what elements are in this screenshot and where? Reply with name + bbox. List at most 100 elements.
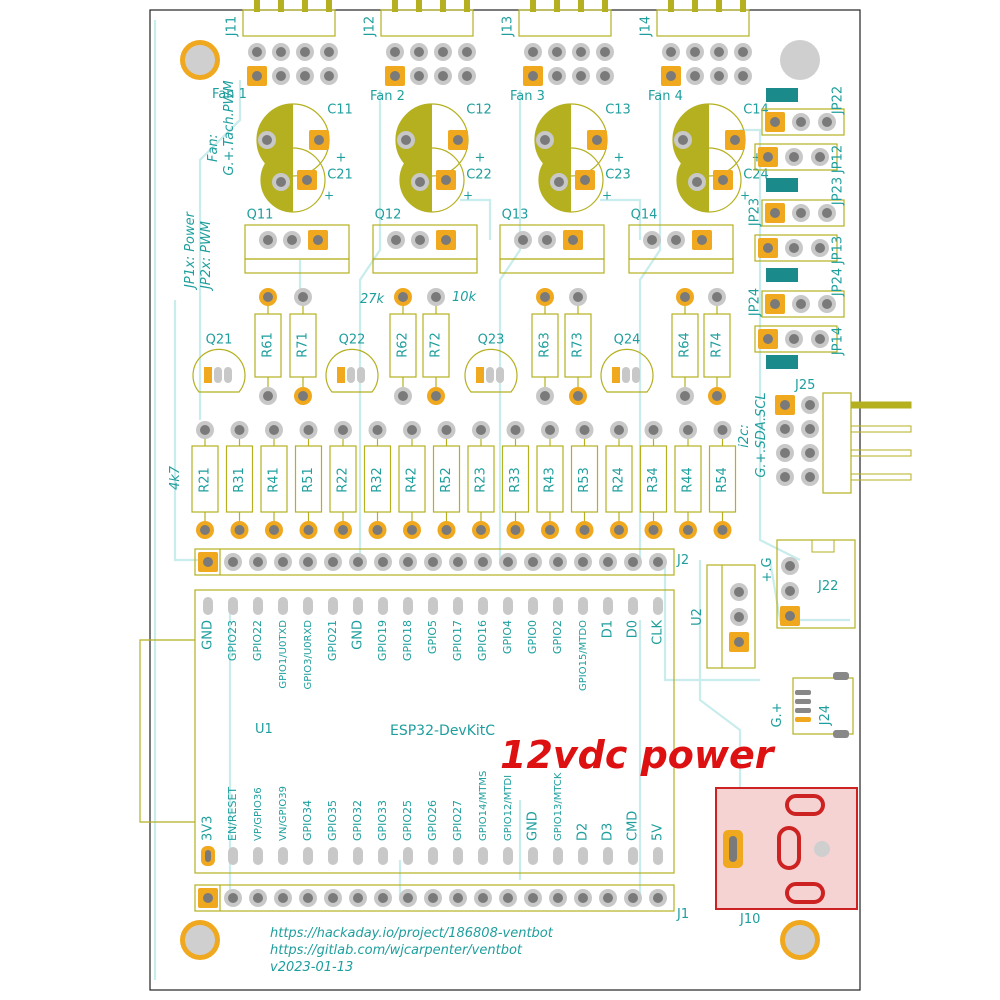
j2-pad-drill [503,557,513,567]
mosfet-tab [372,258,478,274]
jumper-body [754,143,838,171]
module-top-pin-label: D0 [626,620,641,638]
lower-res-pad-drill [614,525,624,535]
fan-header-pin-stub [278,0,284,12]
lower-res-pad-drill [717,525,728,535]
upper-res-ref: R72 [429,332,444,358]
upper-res-pad-drill [680,292,690,302]
fan-header-pin-stub [302,0,308,12]
lower-res-pad-drill [234,425,245,435]
j1-pad-drill [453,893,463,903]
cap-big-ref: C11 [327,103,353,118]
fan-header-pin-stub [326,0,332,12]
jumper-shorting-block [766,178,798,192]
module-top-pin-label: GPIO5 [426,620,439,654]
fan-header-pad-drill [276,71,286,81]
upper-res-pad-drill [712,292,722,302]
module-bottom-pin-label: 5V [651,824,666,841]
module-top-pin-label: GPIO16 [476,620,489,661]
mosfet-pad-drill [542,235,552,245]
mosfet-pad-drill [671,235,681,245]
j25-pad-drill [780,424,790,434]
j2-pad-1-drill [203,557,213,567]
module-top-pin-label: GND [201,620,216,650]
lower-res-ref: R32 [370,467,385,493]
jumper-ref-side: JP24 [748,288,763,317]
fan-header-pad-drill [690,47,700,57]
j25-pin [850,425,912,433]
fan-header-pin-stub [578,0,584,12]
fan-header-pad-drill [576,47,586,57]
module-bottom-pin-label: GPIO26 [426,800,439,841]
jumper-pad-drill [789,152,799,162]
module-name: ESP32-DevKitC [390,723,495,739]
module-top-pin-label: GPIO1/U0TXD [278,620,289,689]
mosfet-tab [499,258,605,274]
module-ref: U1 [255,722,273,737]
transistor-outline [600,348,654,393]
upper-res-pad-drill [680,391,690,401]
module-top-pin-label: GPIO4 [501,620,514,654]
fan-header-pad-drill [324,47,334,57]
j2-pad-drill [228,557,238,567]
lower-res-ref: R33 [508,467,523,493]
module-top-pin-label: D1 [601,620,616,638]
transistor-pad [224,367,232,383]
fan-header-pin-stub [254,0,260,12]
cap-small-pad-pos-drill [580,175,590,185]
upper-res-pad-drill [573,292,583,302]
u2-pad-1-drill [734,637,744,647]
upper-res-ref: R63 [538,332,553,358]
j24-label: J24 [818,705,833,726]
fan-note-line2: G.+.Tach.PWM [222,80,237,175]
fan-header-body [656,9,750,37]
gplus-note: G.+ [770,702,785,727]
j1-pad-drill [578,893,588,903]
module-bottom-pin-label: D3 [601,823,616,841]
jumper-ref: JP14 [831,327,846,356]
fan-2-label: Fan 2 [370,89,405,104]
j24-pad [795,690,811,695]
fan-header-pad-drill [666,47,676,57]
module-bottom-pad [403,847,413,865]
module-top-pin-label: GPIO22 [251,620,264,661]
jumper-ref: JP13 [831,236,846,265]
jumper-ref: JP24 [831,268,846,297]
mosfet-pad-drill [287,235,297,245]
cap-big-ref: C14 [743,103,769,118]
upper-res-ref: R61 [261,332,276,358]
j25-pad-drill [780,448,790,458]
module-top-pad [253,597,263,615]
right-side-parts [706,392,912,910]
j1-pad-drill [278,893,288,903]
j10-pad-slot [777,826,801,870]
capacitor-group: C11+C21+C12+C22+C13+C23+C14+C24+ [256,103,769,213]
lower-res-pad-drill [717,425,728,435]
lower-res-pad-drill [407,525,417,535]
module-top-pad [278,597,288,615]
lower-res-ref: R44 [681,467,696,493]
j2-label: J2 [676,553,689,568]
module-bottom-pin-label: CMD [626,811,641,841]
module-bottom-pad [228,847,238,865]
upper-res-pad-drill [712,391,722,401]
i2c-note-line2: G.+.SDA.SCL [754,392,769,477]
fan-header-ref: J13 [501,16,516,37]
j25-pin [850,473,912,481]
module-top-pad [303,597,313,615]
mosfet-ref: Q12 [375,208,402,223]
j2-pad-drill [528,557,538,567]
transistor-ref: Q22 [339,333,366,348]
module-top-pad [628,597,638,615]
upper-res-pad-drill [431,391,441,401]
lower-res-pad-drill [234,525,245,535]
footer-url-2: https://gitlab.com/wjcarpenter/ventbot [270,943,523,958]
lower-res-pad-drill [372,525,383,535]
lower-res-pad-drill [303,425,314,435]
module-top-pad [653,597,663,615]
module-top-pad [428,597,438,615]
module-bottom-pin-label: GPIO33 [376,800,389,841]
cap-big-pad-neg-drill [540,135,550,145]
